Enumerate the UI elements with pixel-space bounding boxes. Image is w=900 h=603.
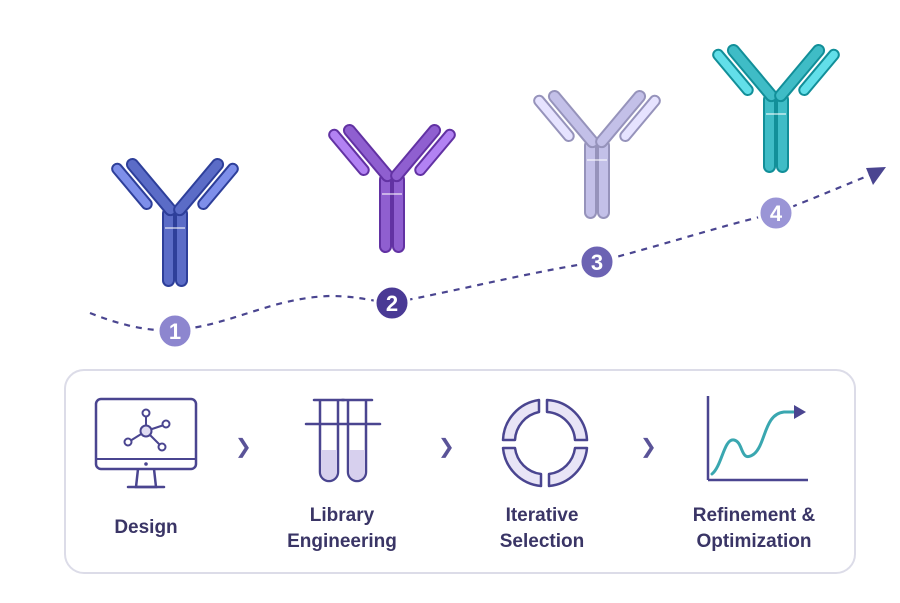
marker-1-number: 1 xyxy=(169,319,181,344)
marker-4-number: 4 xyxy=(770,201,783,226)
step-label-refinement-optimization: Refinement & Optimization xyxy=(692,505,816,552)
marker-3-number: 3 xyxy=(591,250,603,275)
marker-1: 1 xyxy=(156,312,194,350)
marker-2: 2 xyxy=(373,284,411,322)
step-label-library-engineering: Library Engineering xyxy=(287,505,397,552)
antibody-4-icon xyxy=(712,43,840,173)
monitor-network-icon xyxy=(94,397,198,489)
marker-3: 3 xyxy=(578,243,616,281)
antibody-3-icon xyxy=(533,89,661,219)
test-tubes-icon xyxy=(304,398,382,483)
marker-4: 4 xyxy=(757,194,795,232)
step-label-iterative-selection: Iterative Selection xyxy=(499,505,585,552)
step-label-design: Design xyxy=(114,517,178,538)
marker-2-number: 2 xyxy=(386,291,398,316)
antibody-2-icon xyxy=(328,123,456,253)
path-arrowhead xyxy=(866,167,886,185)
chevron-right-icon: ❯ xyxy=(438,436,455,458)
cycle-arrows-icon xyxy=(501,398,589,488)
growth-chart-icon xyxy=(706,396,808,482)
chevron-right-icon: ❯ xyxy=(640,436,657,458)
chevron-right-icon: ❯ xyxy=(235,436,252,458)
antibody-1-icon xyxy=(111,157,239,287)
